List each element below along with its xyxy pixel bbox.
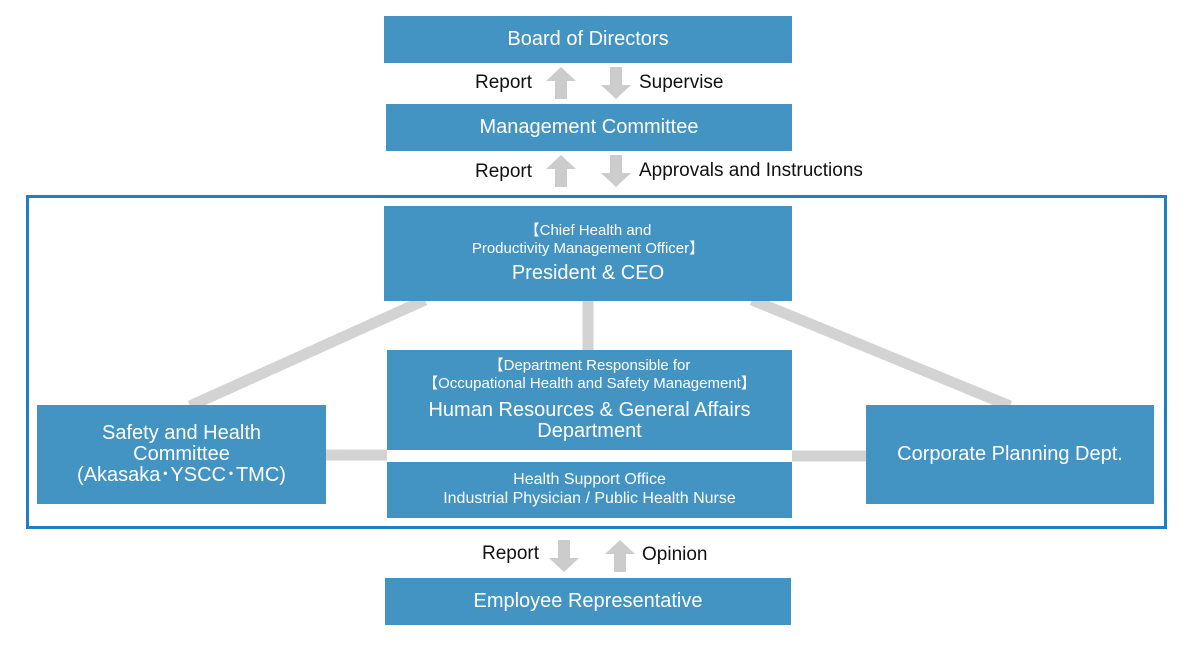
corporate-planning-label: Corporate Planning Dept. [897, 443, 1123, 465]
connector-chief-to-safety [187, 294, 428, 412]
health-support-office-label: Health Support Office [513, 471, 666, 489]
safety-health-committee-box: Safety and Health Committee (Akasaka･YSC… [37, 405, 326, 504]
hr-department-name-line-2: Department [537, 420, 642, 443]
down-arrow-icon [601, 67, 631, 99]
health-support-office-box: Health Support Office Industrial Physici… [387, 462, 792, 518]
approvals-and-instructions-label: Approvals and Instructions [639, 160, 863, 181]
corporate-planning-box: Corporate Planning Dept. [866, 405, 1154, 504]
opinion-label: Opinion [642, 544, 708, 565]
board-of-directors-box: Board of Directors [384, 16, 792, 63]
supervise-label: Supervise [639, 72, 724, 93]
report-label-3: Report [481, 543, 539, 564]
hr-general-affairs-box: 【Department Responsible for 【Occupationa… [387, 350, 792, 450]
chief-officer-title-line-2: Productivity Management Officer】 [471, 240, 705, 257]
president-ceo-label: President & CEO [511, 261, 665, 284]
president-ceo-box: 【Chief Health and Productivity Managemen… [384, 206, 792, 301]
management-committee-label: Management Committee [479, 116, 699, 138]
down-arrow-icon [601, 155, 631, 187]
health-management-framework-border [26, 195, 1167, 529]
up-arrow-icon [605, 540, 635, 572]
hr-responsibility-line-1: 【Department Responsible for [488, 356, 691, 374]
up-arrow-icon [546, 67, 576, 99]
safety-committee-locations: (Akasaka･YSCC･TMC) [77, 464, 286, 486]
connector-chief-to-corporate [749, 294, 1013, 412]
hr-department-name-line-1: Human Resources & General Affairs [428, 399, 751, 422]
board-of-directors-label: Board of Directors [507, 28, 669, 50]
management-committee-box: Management Committee [386, 104, 792, 151]
report-label-2: Report [474, 161, 532, 182]
employee-representative-box: Employee Representative [385, 578, 791, 625]
chief-officer-title-line-1: 【Chief Health and [524, 222, 652, 240]
hr-responsibility-line-2: 【Occupational Health and Safety Manageme… [423, 374, 756, 392]
safety-committee-line-1: Safety and Health [102, 422, 261, 444]
employee-representative-label: Employee Representative [473, 590, 703, 612]
up-arrow-icon [546, 155, 576, 187]
down-arrow-icon [549, 540, 579, 572]
report-label-1: Report [474, 72, 532, 93]
safety-committee-line-2: Committee [133, 443, 230, 465]
physician-nurse-label: Industrial Physician / Public Health Nur… [443, 490, 736, 507]
